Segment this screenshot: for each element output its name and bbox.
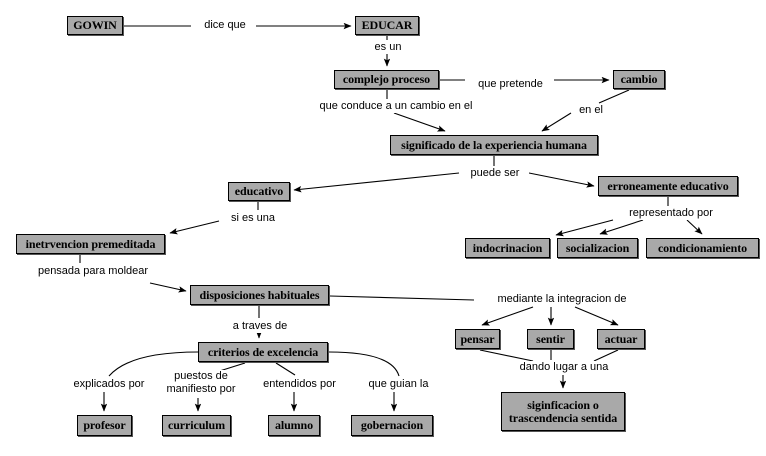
edge-pensar-dando: [479, 349, 534, 362]
node-label: disposiciones habituales: [199, 287, 320, 302]
edge-label-que-pretende: que pretende: [467, 78, 554, 91]
edge-label-puestos-de-manifiesto-por: puestos de manifiesto por: [157, 370, 245, 396]
edge-label-entendidos-por: entendidos por: [252, 378, 347, 391]
node-label: condicionamiento: [657, 240, 748, 255]
node-label: GOWIN: [73, 18, 117, 33]
node-label: EDUCAR: [361, 18, 413, 33]
node-sentir[interactable]: sentir: [527, 329, 574, 349]
edge-label-mediante-la-integracion-de: mediante la integracion de: [477, 293, 647, 306]
edge-label-explicados-por: explicados por: [61, 378, 157, 391]
edge-si-es-una-inetrvencion: [169, 220, 220, 235]
node-label: alumno: [274, 418, 314, 433]
edge-label-dice-que: dice que: [194, 19, 256, 32]
node-label: educativo: [234, 184, 284, 199]
node-socializacion[interactable]: socializacion: [557, 238, 638, 258]
node-label: sentir: [536, 331, 565, 346]
node-educativo[interactable]: educativo: [228, 182, 290, 201]
node-alumno[interactable]: alumno: [268, 415, 320, 436]
edge-label-que-guian-la: que guian la: [358, 378, 439, 391]
node-pensar[interactable]: pensar: [455, 329, 500, 349]
node-gobernacion[interactable]: gobernacion: [351, 415, 433, 436]
edge-label-dando-lugar-a-una: dando lugar a una: [506, 361, 622, 374]
node-label: indocrinacion: [472, 240, 543, 255]
node-label: gobernacion: [360, 418, 424, 433]
node-gowin[interactable]: GOWIN: [67, 16, 123, 35]
node-condicionamiento[interactable]: condicionamiento: [646, 238, 759, 258]
node-label: pensar: [460, 331, 495, 346]
edge-puede-ser-erroneamente: [528, 172, 595, 188]
node-indocrinacion[interactable]: indocrinacion: [465, 238, 550, 258]
edge-label-puede-ser: puede ser: [461, 167, 529, 180]
edge-puede-ser-educativo: [293, 172, 460, 193]
node-label: siginficacion o trascendencia sentida: [508, 397, 618, 425]
edge-label-representado-por: representado por: [615, 207, 727, 220]
node-complejo-proceso[interactable]: complejo proceso: [334, 70, 439, 89]
node-label: socializacion: [565, 240, 630, 255]
edge-representado-socializacion: [599, 219, 644, 235]
node-label: significado de la experiencia humana: [401, 137, 587, 152]
edge-mediante-pensar: [481, 306, 534, 326]
edge-mediante-actuar: [574, 306, 619, 326]
node-profesor[interactable]: profesor: [77, 415, 132, 436]
node-label: curriculum: [168, 418, 225, 433]
edge-que-conduce-significado: [393, 112, 446, 132]
node-label: erroneamente educativo: [607, 178, 729, 193]
node-actuar[interactable]: actuar: [597, 329, 645, 349]
edge-actuar-dando: [593, 349, 619, 362]
node-label: inetrvencion premeditada: [25, 236, 156, 251]
node-erroneamente-educativo[interactable]: erroneamente educativo: [598, 176, 738, 196]
edge-label-que-conduce-a-un-cambio-en-el: que conduce a un cambio en el: [300, 100, 492, 113]
edge-cambio-en-el: [598, 89, 630, 104]
edge-criterios-explicados: [108, 351, 199, 377]
node-criterios-de-excelencia[interactable]: criterios de excelencia: [198, 342, 328, 362]
node-significado-experiencia-humana[interactable]: significado de la experiencia humana: [390, 135, 598, 155]
node-label: criterios de excelencia: [207, 344, 319, 359]
node-inetrvencion-premeditada[interactable]: inetrvencion premeditada: [16, 234, 165, 254]
edge-criterios-entendidos: [275, 362, 296, 376]
node-curriculum[interactable]: curriculum: [162, 415, 231, 436]
edge-label-pensada-para-moldear: pensada para moldear: [22, 265, 164, 278]
node-label: complejo proceso: [342, 72, 431, 87]
edge-label-a-traves-de: a traves de: [223, 320, 297, 333]
node-label: actuar: [604, 331, 638, 346]
edge-representado-condicionamiento: [686, 219, 703, 235]
edge-label-en-el: en el: [572, 104, 610, 117]
node-cambio[interactable]: cambio: [613, 70, 665, 89]
node-siginficacion-trascendencia-sentida[interactable]: siginficacion o trascendencia sentida: [501, 392, 625, 431]
edge-representado-indocrinacion: [555, 219, 614, 237]
edge-disposiciones-mediante: [329, 295, 475, 301]
node-disposiciones-habituales[interactable]: disposiciones habituales: [190, 285, 329, 305]
node-educar[interactable]: EDUCAR: [355, 16, 419, 35]
edge-en-el-significado: [541, 112, 572, 132]
edge-label-es-un: es un: [365, 41, 411, 54]
edge-label-si-es-una: si es una: [222, 212, 284, 225]
node-label: profesor: [83, 418, 126, 433]
edge-criterios-que-guian: [328, 351, 400, 377]
edge-pensada-disposiciones: [149, 282, 187, 293]
node-label: cambio: [620, 72, 658, 87]
